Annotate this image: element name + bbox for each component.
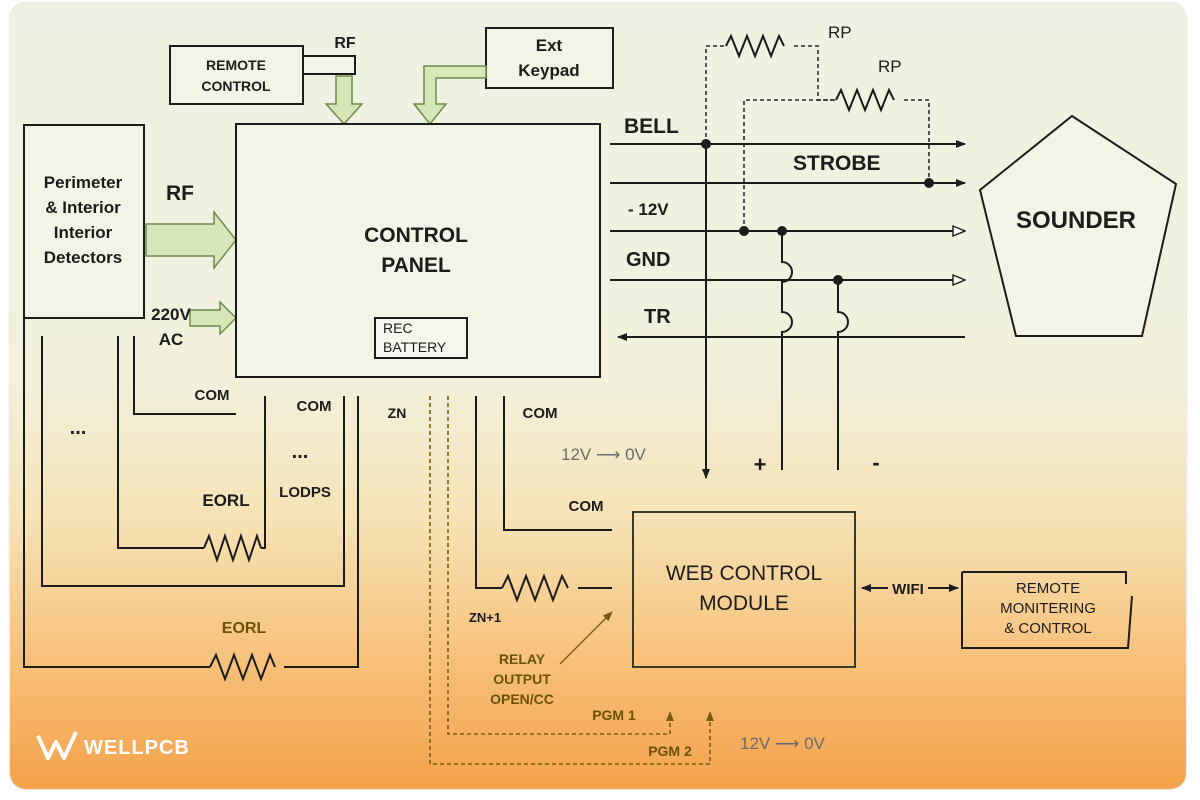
- wifi-label: WIFI: [892, 581, 924, 598]
- dots-left: ...: [70, 417, 87, 439]
- eorl1-label: EORL: [202, 491, 249, 510]
- strobe-label: STROBE: [793, 152, 881, 175]
- rf-left-label: RF: [166, 182, 194, 205]
- power-220v-arrow: 220V AC: [151, 300, 238, 349]
- tr-label: TR: [644, 306, 671, 328]
- rf-top-label: RF: [334, 35, 356, 52]
- control-panel-label-2: PANEL: [381, 254, 451, 277]
- rp1-label: RP: [828, 23, 852, 42]
- diagram-canvas: Perimeter & Interior Interior Detectors …: [10, 3, 1186, 789]
- detectors-label-3: Interior: [54, 223, 113, 242]
- relay-label-1: RELAY: [499, 651, 546, 667]
- ext-keypad-label-2: Keypad: [518, 61, 579, 80]
- control-panel-block: CONTROL PANEL REC BATTERY: [235, 123, 601, 378]
- sounder-label: SOUNDER: [1016, 207, 1136, 234]
- relay-label-3: OPEN/CC: [490, 691, 554, 707]
- output-lines: BELL STROBE - 12V GND TR: [610, 115, 966, 341]
- lodps-label: LODPS: [279, 484, 331, 501]
- detectors-block: Perimeter & Interior Interior Detectors: [23, 124, 145, 319]
- zn-label: ZN: [388, 405, 407, 421]
- com1-label: COM: [195, 387, 230, 404]
- minus12v-label: - 12V: [628, 200, 669, 219]
- wellpcb-logo-text: WELLPCB: [84, 737, 190, 759]
- detectors-label-4: Detectors: [44, 248, 122, 267]
- v12-to-0v-bottom-label: 12V ⟶ 0V: [740, 734, 826, 753]
- detectors-label-1: Perimeter: [44, 173, 123, 192]
- zn1-label: ZN+1: [469, 610, 501, 625]
- wellpcb-logo-icon: [36, 731, 78, 760]
- remote-monitoring-label-3: & CONTROL: [1004, 620, 1092, 637]
- ext-keypad-label-1: Ext: [536, 36, 563, 55]
- remote-control-block: REMOTE CONTROL RF: [169, 35, 364, 126]
- rf-arrow-left: RF: [145, 182, 237, 271]
- plus-label: +: [754, 452, 767, 477]
- remote-monitoring-label-1: REMOTE: [1016, 580, 1080, 597]
- bell-label: BELL: [624, 115, 679, 138]
- v12-to-0v-top-label: 12V ⟶ 0V: [561, 445, 647, 464]
- web-control-module: WEB CONTROL MODULE: [632, 511, 856, 668]
- ext-keypad-block: Ext Keypad: [412, 27, 614, 126]
- rp2-label: RP: [878, 57, 902, 76]
- remote-monitoring-label-2: MONITERING: [1000, 600, 1096, 617]
- pgm2-label: PGM 2: [648, 743, 692, 759]
- remote-control-label-2: CONTROL: [201, 78, 271, 94]
- wifi-link: WIFI: [861, 581, 959, 598]
- wiring-diagram: Perimeter & Interior Interior Detectors …: [23, 23, 1178, 765]
- power-ac-label: AC: [159, 330, 184, 349]
- zone-wiring: EORL ... EORL COM COM ... LODPS ZN COM C…: [23, 318, 826, 765]
- gnd-label: GND: [626, 249, 670, 271]
- com4-label: COM: [569, 498, 604, 515]
- battery-label: BATTERY: [383, 339, 447, 355]
- control-panel-label-1: CONTROL: [364, 224, 468, 247]
- remote-monitoring-block: REMOTE MONITERING & CONTROL: [961, 571, 1133, 649]
- detectors-label-2: & Interior: [45, 198, 121, 217]
- remote-control-label-1: REMOTE: [206, 57, 266, 73]
- wellpcb-logo: WELLPCB: [36, 731, 190, 760]
- web-control-label-2: MODULE: [699, 592, 789, 615]
- com2-label: COM: [297, 398, 332, 415]
- power-220v-label: 220V: [151, 305, 191, 324]
- vertical-wires: + - 12V ⟶ 0V: [561, 144, 880, 479]
- minus-label: -: [872, 450, 879, 475]
- rec-label: REC: [383, 320, 413, 336]
- sounder-block: SOUNDER: [978, 114, 1178, 337]
- relay-label-2: OUTPUT: [493, 671, 551, 687]
- rp-resistors: RP RP: [701, 23, 934, 236]
- com3-label: COM: [523, 405, 558, 422]
- pgm1-label: PGM 1: [592, 707, 636, 723]
- dots-middle: ...: [292, 441, 309, 463]
- web-control-label-1: WEB CONTROL: [666, 562, 822, 585]
- eorl2-label: EORL: [222, 620, 267, 637]
